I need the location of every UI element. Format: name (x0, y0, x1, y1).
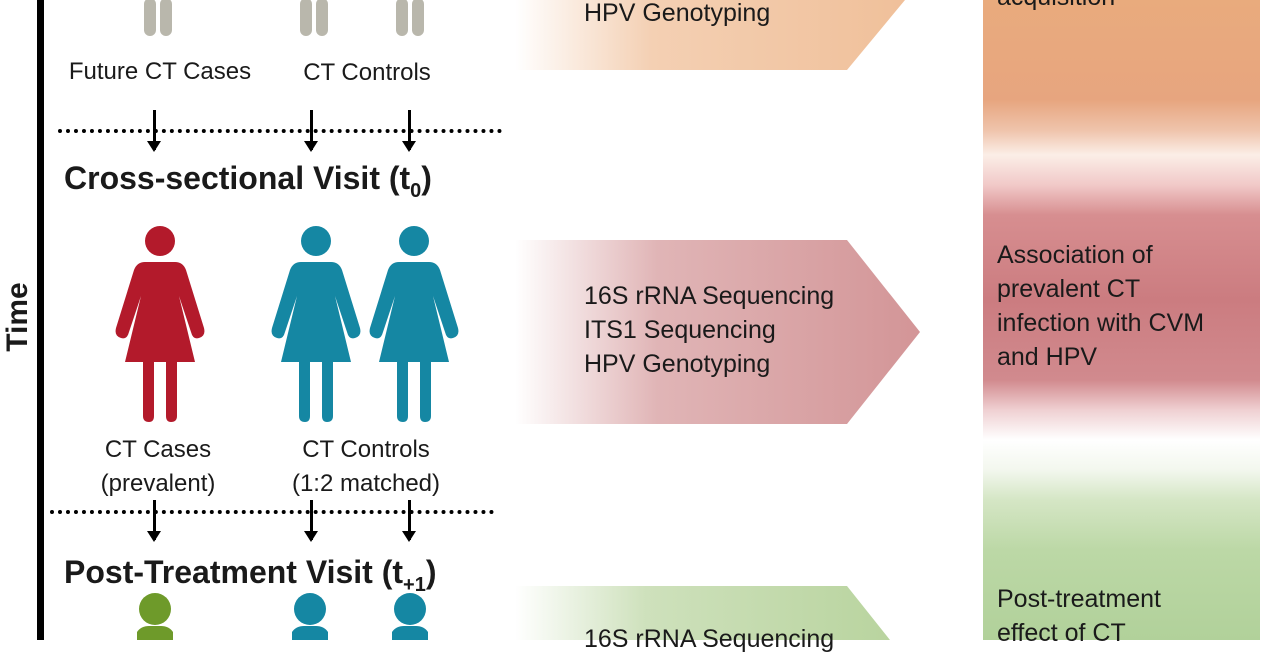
future-case-figure-partial (144, 0, 172, 36)
future-control-figure-partial (300, 0, 328, 36)
ct-cases-label: CT Cases (prevalent) (100, 436, 216, 497)
down-arrow-icon (402, 500, 416, 542)
dotted-separator (58, 129, 502, 133)
down-arrow-icon (304, 500, 318, 542)
cross-sectional-outcome-text: Association of prevalent CT infection wi… (997, 241, 1205, 371)
down-arrow-icon (402, 110, 416, 152)
time-axis-label: Time (1, 282, 34, 352)
ct-control-woman-icon (369, 226, 459, 426)
down-arrow-icon (147, 110, 161, 152)
post-treatment-assay-list: 16S rRNA Sequencing (584, 625, 835, 653)
dotted-separator (50, 510, 494, 514)
down-arrow-icon (147, 500, 161, 542)
timeline-axis (37, 0, 44, 640)
post-treatment-assay-chevron (515, 586, 890, 640)
cross-sectional-visit-title: Cross-sectional Visit (t0) (64, 160, 432, 202)
cross-sectional-assay-chevron (515, 240, 920, 424)
ct-controls-label: CT Controls (1:2 matched) (291, 436, 441, 497)
ct-control-woman-icon (271, 226, 361, 426)
top-outcome-text: acquisition (997, 0, 1115, 14)
top-assay-list: HPV Genotyping (584, 0, 771, 27)
post-treatment-visit-title: Post-Treatment Visit (t+1) (64, 554, 437, 596)
post-treatment-case-figure-partial (137, 593, 173, 640)
future-control-figure-partial (396, 0, 424, 36)
outcome-color-band (983, 0, 1260, 640)
future-ct-cases-label: Future CT Cases (68, 58, 252, 85)
post-treatment-control-figure-partial (392, 593, 428, 640)
top-ct-controls-label: CT Controls (303, 59, 431, 86)
down-arrow-icon (304, 110, 318, 152)
top-assay-chevron (515, 0, 905, 70)
cross-sectional-assay-list: 16S rRNA Sequencing ITS1 Sequencing HPV … (584, 282, 835, 378)
post-treatment-control-figure-partial (292, 593, 328, 640)
ct-case-woman-icon (115, 226, 205, 426)
